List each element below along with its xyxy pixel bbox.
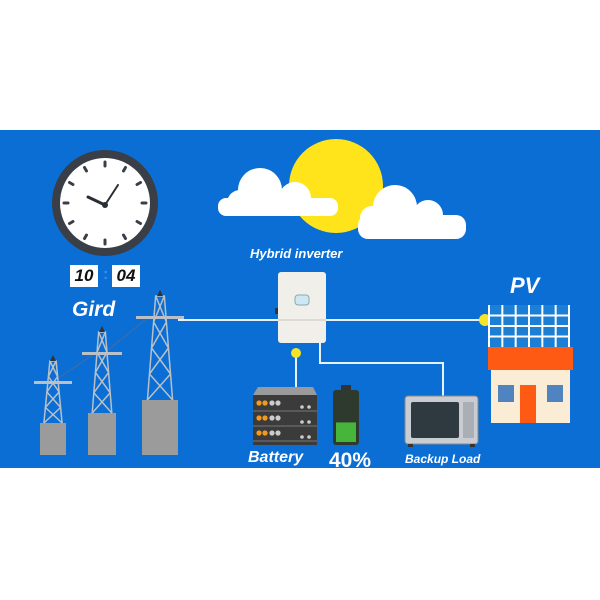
- battery-level-icon: [333, 385, 359, 445]
- grid-label: Gird: [72, 298, 116, 321]
- grid-towers-icon: [34, 290, 184, 455]
- connector-dot: [291, 348, 301, 358]
- solar-panel-icon: [488, 305, 570, 347]
- microwave-icon: [404, 395, 479, 447]
- backup-load-label: Backup Load: [405, 452, 481, 466]
- clock-separator: :: [103, 266, 109, 283]
- hybrid-inverter-icon: [275, 272, 326, 343]
- battery-level-label: 40%: [329, 449, 372, 472]
- battery-rack-icon: [253, 387, 317, 445]
- battery-label: Battery: [248, 449, 304, 466]
- clock-hours: 10: [70, 265, 98, 287]
- cloud-icon: [358, 185, 466, 239]
- pv-label: PV: [510, 273, 540, 298]
- house-icon: [488, 347, 573, 423]
- hybrid-inverter-label: Hybrid inverter: [250, 246, 343, 261]
- cloud-icon: [218, 168, 338, 216]
- clock-minutes: 04: [112, 265, 140, 287]
- clock-icon: [52, 150, 158, 256]
